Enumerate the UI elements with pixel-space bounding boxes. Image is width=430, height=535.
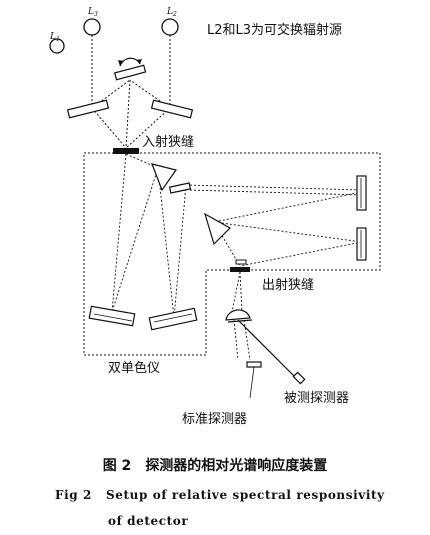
detector-switch-mirror — [225, 309, 251, 321]
source-l3 — [83, 18, 101, 36]
entrance-slit — [113, 148, 139, 154]
exit-slit — [230, 267, 250, 272]
tested-detector-label: 被测探测器 — [284, 391, 349, 406]
source-l1 — [49, 38, 65, 54]
label-l1: L1 — [49, 32, 60, 43]
prism-2 — [203, 212, 231, 246]
concave-mirror-upper — [356, 175, 367, 211]
plane-mirror-1 — [168, 182, 192, 194]
source-note: L2和L3为可交换辐射源 — [207, 22, 342, 38]
caption-cn-number: 图 2 — [102, 458, 132, 474]
entrance-slit-label: 入射狭缝 — [142, 134, 194, 150]
monochromator-label: 双单色仪 — [108, 360, 160, 376]
concave-mirror-lower — [356, 227, 367, 261]
prism-1 — [151, 163, 177, 192]
monochromator-housing — [83, 152, 381, 356]
caption-cn-title: 探测器的相对光谱响应度装置 — [145, 458, 328, 474]
setup-diagram: L1 L3 L2 L2和L3为可交换辐射源 入射狭缝 — [49, 7, 381, 427]
caption-english-line1: Fig 2 Setup of relative spectral responsi… — [55, 488, 385, 502]
standard-detector — [246, 361, 262, 368]
mirror-right-top — [150, 99, 194, 119]
caption-en-title-1: Setup of relative spectral responsivity — [106, 488, 385, 502]
caption-en-title-2: of detector — [108, 514, 189, 528]
label-l3: L3 — [87, 7, 98, 18]
concave-mirror-bottom-left — [88, 305, 136, 327]
mirror-left-top — [66, 99, 110, 119]
caption-chinese: 图 2 探测器的相对光谱响应度装置 — [0, 455, 430, 475]
switch-mirror — [113, 64, 147, 81]
source-l2 — [161, 18, 179, 36]
standard-detector-label: 标准探测器 — [182, 412, 247, 427]
label-l2: L2 — [166, 7, 177, 18]
tested-detector — [292, 371, 306, 385]
caption-english-line2: of detector — [108, 514, 188, 528]
concave-mirror-bottom-right — [148, 307, 198, 331]
caption-en-number: Fig 2 — [55, 488, 92, 502]
exit-slit-label: 出射狭缝 — [262, 277, 314, 293]
